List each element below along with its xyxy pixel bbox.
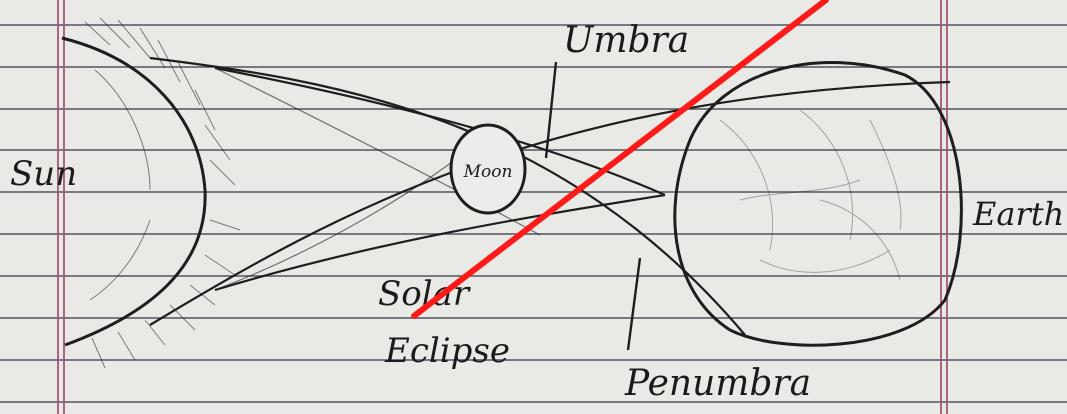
earth-label: Earth [972, 195, 1064, 233]
caption-eclipse: Eclipse [384, 331, 510, 371]
penumbra-pointer [628, 258, 640, 350]
ruled-lines [0, 25, 1067, 402]
sun-rays [85, 18, 240, 368]
umbra-pointer [546, 62, 556, 158]
sun [62, 18, 240, 368]
sun-label: Sun [10, 154, 77, 194]
earth-shading [720, 110, 901, 280]
light-rays [150, 58, 950, 335]
moon: Moon [451, 125, 525, 213]
moon-label: Moon [463, 162, 513, 182]
penumbra-label: Penumbra [624, 363, 811, 404]
umbra-label: Umbra [563, 20, 689, 61]
